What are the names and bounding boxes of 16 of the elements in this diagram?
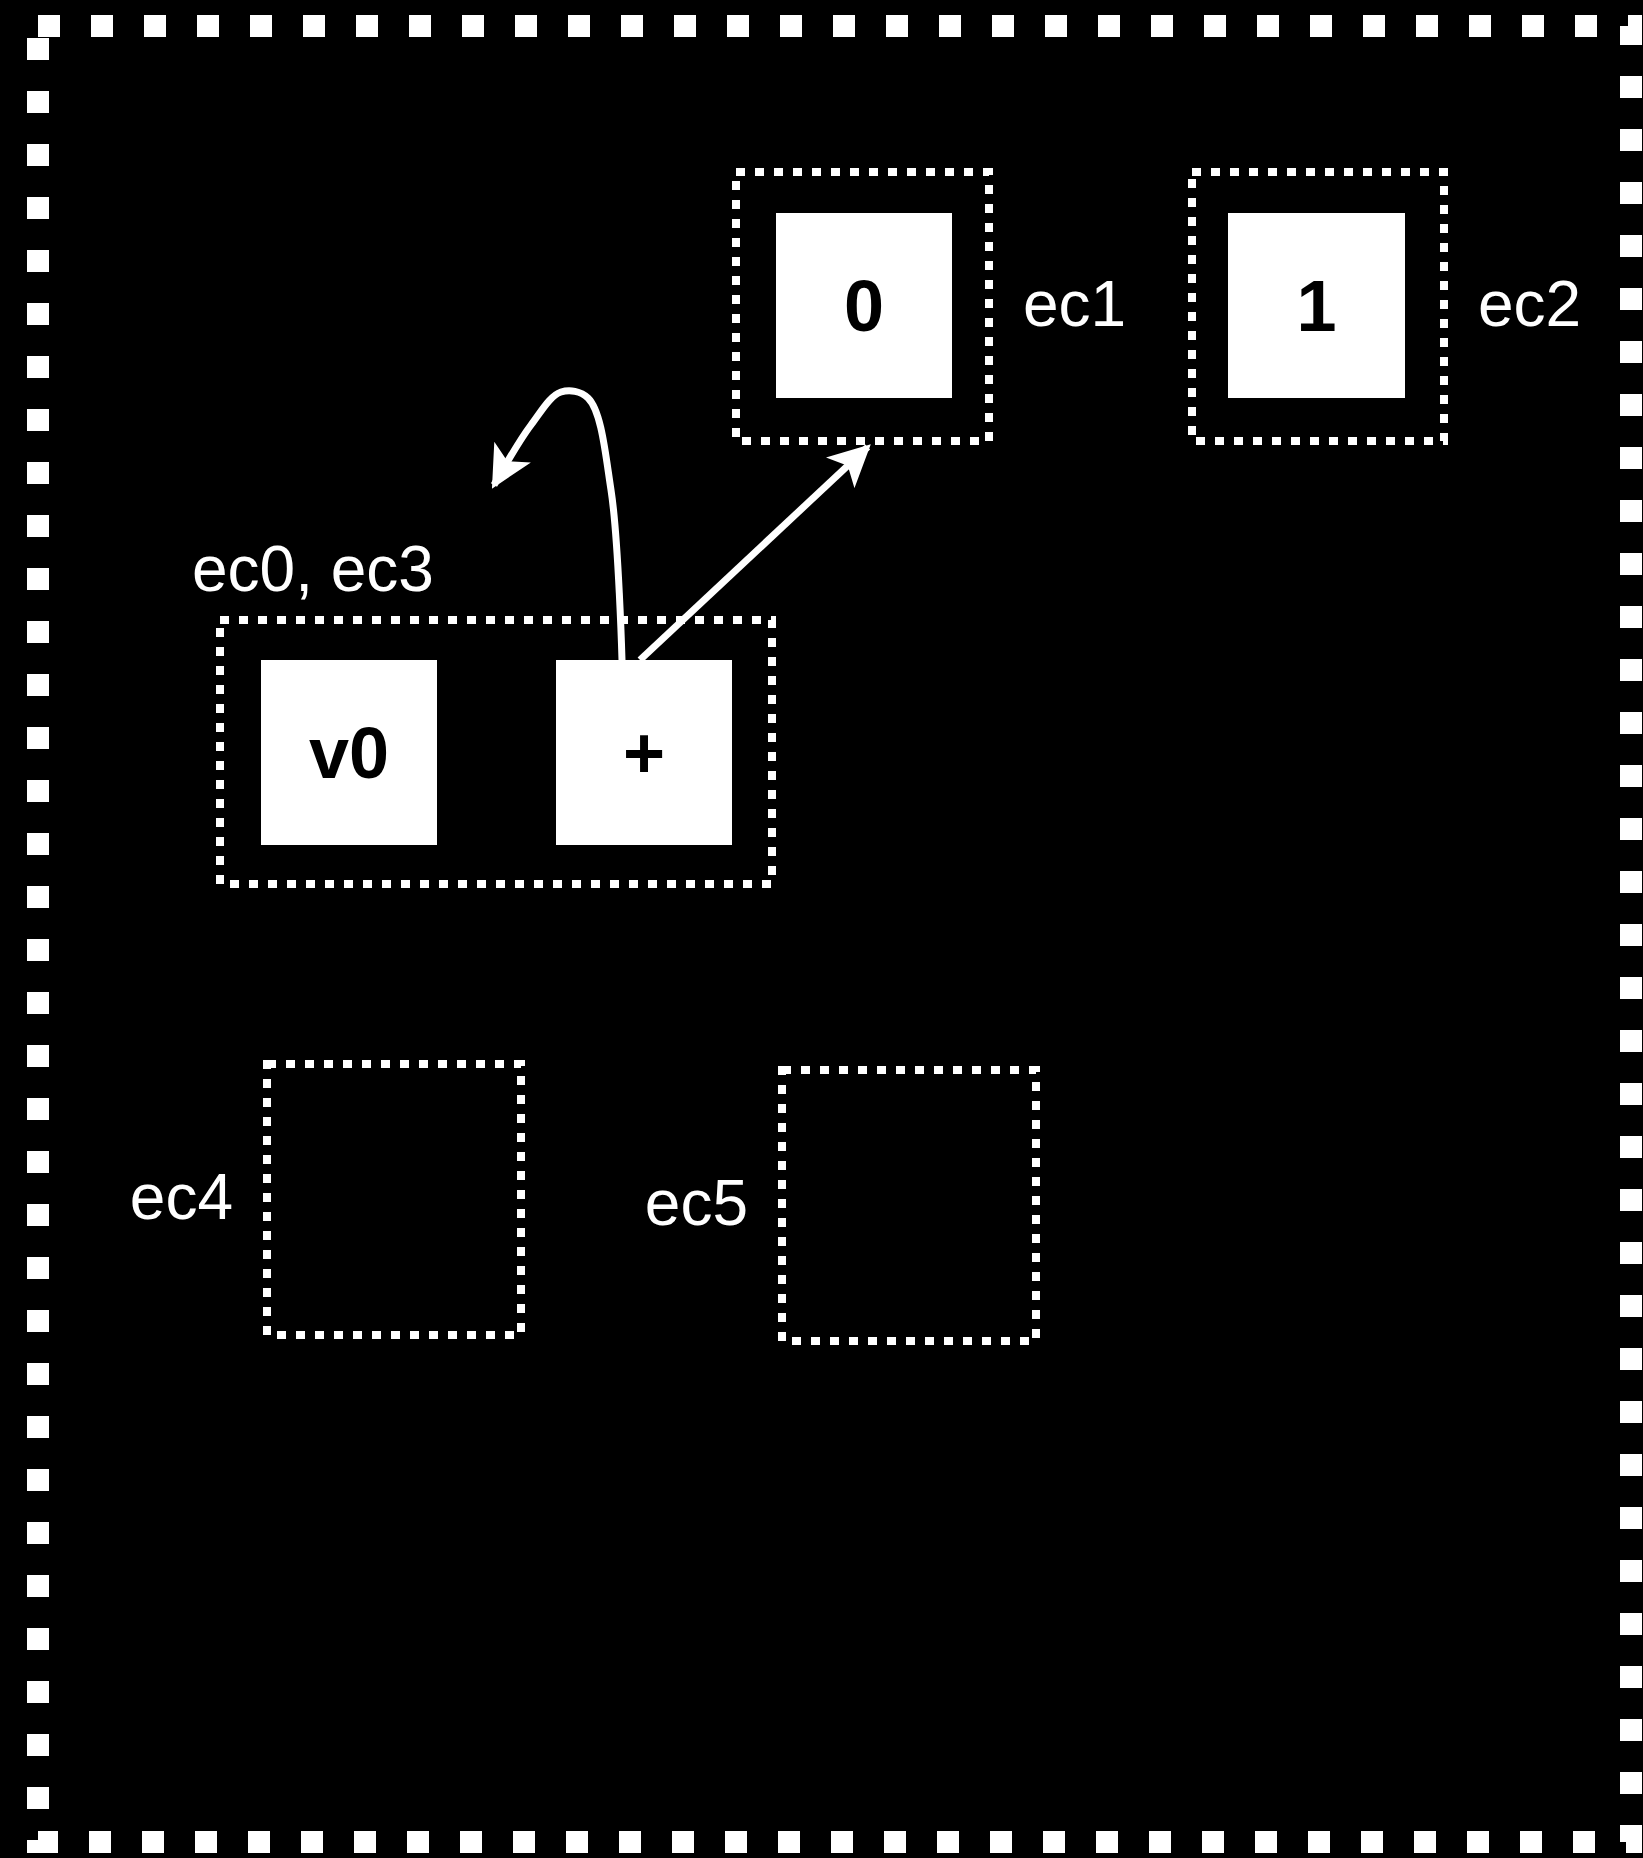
arrow — [637, 444, 871, 663]
node-label: + — [622, 711, 665, 794]
eclass-label: ec0, ec3 — [192, 532, 434, 606]
eclass-label: ec5 — [644, 1165, 748, 1240]
enode-box — [776, 213, 952, 398]
dashed-frame — [27, 15, 1642, 1853]
arrow — [490, 387, 626, 661]
node-label: 1 — [1296, 264, 1337, 347]
eclass-label: ec2 — [1478, 266, 1582, 341]
enode-box — [261, 660, 437, 845]
enode-box — [1228, 213, 1405, 398]
eclass-label: ec4 — [129, 1159, 233, 1234]
eclass-label: ec1 — [1023, 266, 1127, 341]
node-label: 0 — [843, 264, 884, 347]
node-label: v0 — [308, 711, 390, 794]
enode-box — [556, 660, 732, 845]
